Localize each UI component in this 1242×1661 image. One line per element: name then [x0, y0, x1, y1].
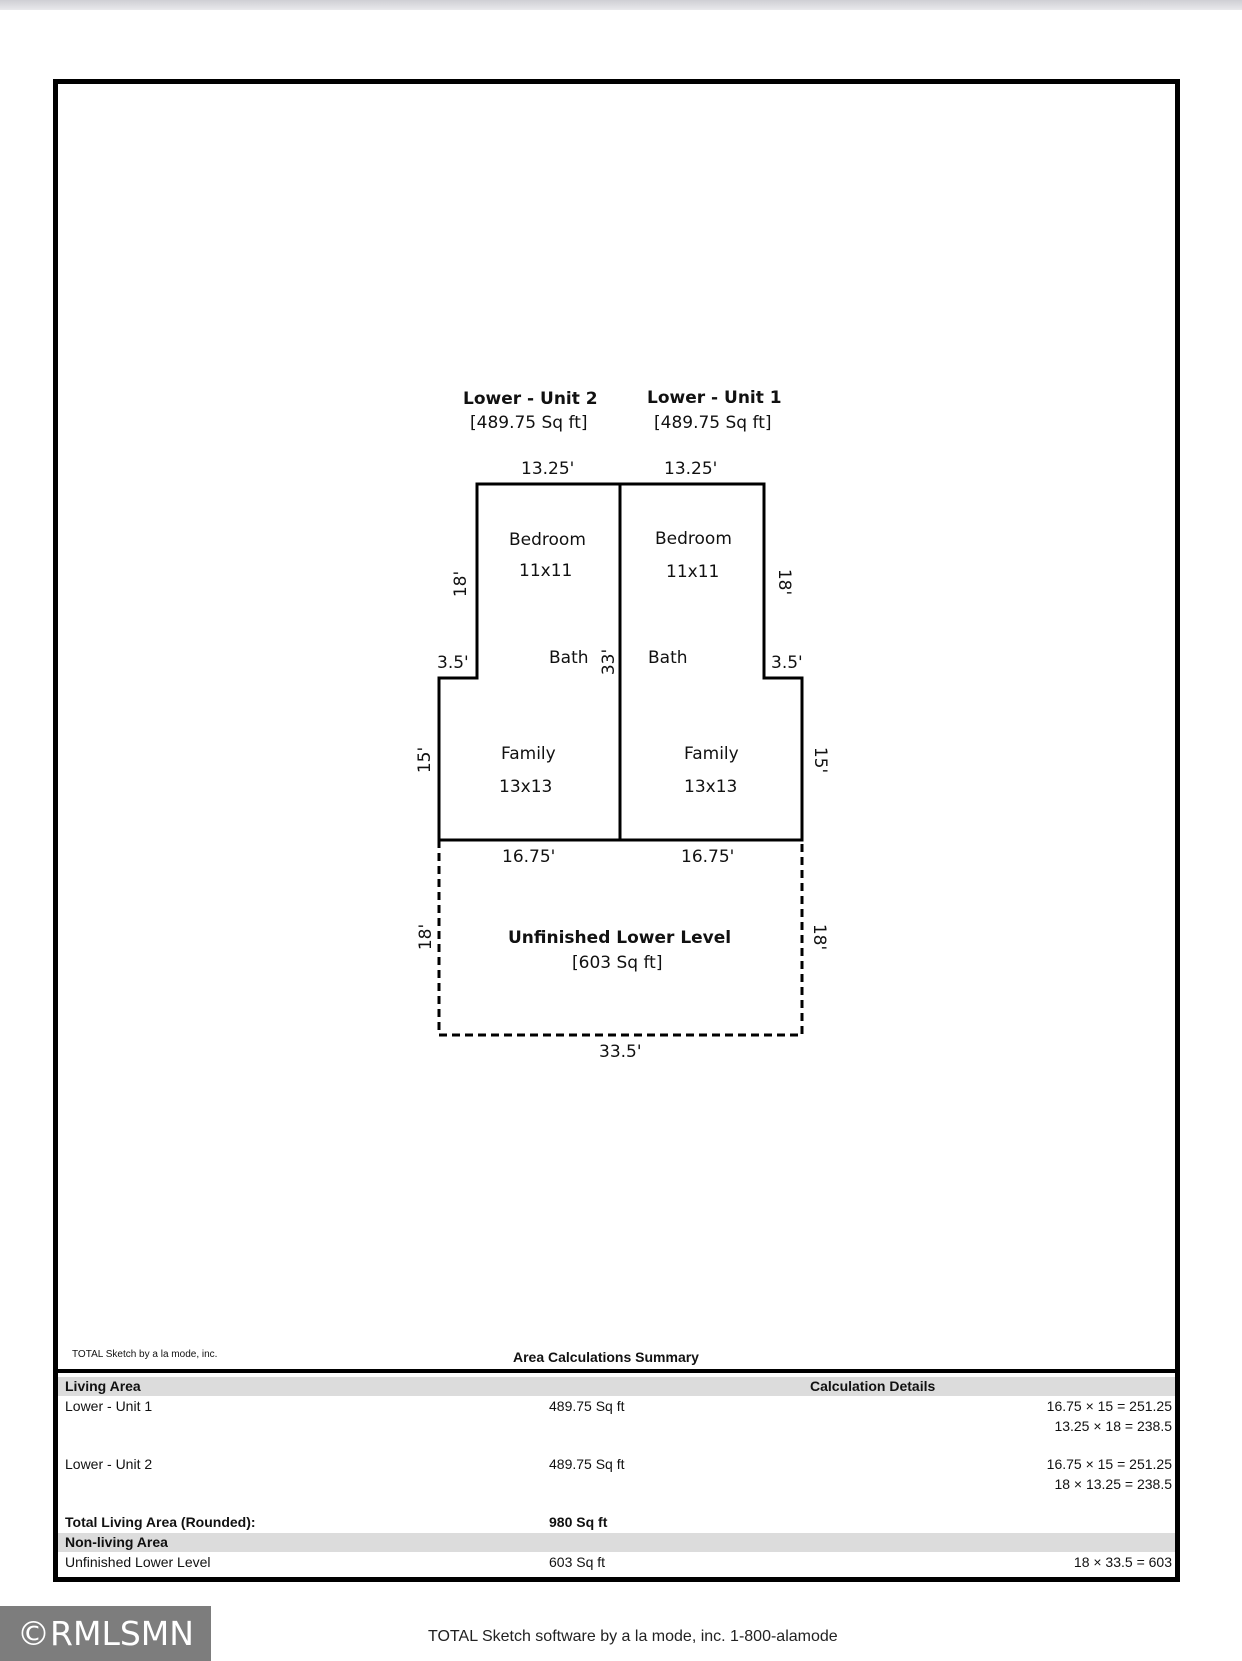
unit2-area: [489.75 Sq ft] [470, 413, 588, 433]
dim-center: 33' [599, 648, 620, 676]
calc-details-header: Calculation Details [810, 1378, 936, 1394]
dim-unfinished-right: 18' [809, 923, 830, 951]
bedroom-left-size: 11x11 [519, 561, 573, 581]
family-right-size: 13x13 [684, 777, 738, 797]
top-bar [0, 0, 1242, 10]
row-unit1-area: 489.75 Sq ft [549, 1398, 625, 1414]
bath-left-label: Bath [549, 648, 589, 668]
nonliving-band [58, 1533, 1175, 1552]
nonliving-area: 603 Sq ft [549, 1554, 606, 1570]
family-left-label: Family [501, 744, 556, 764]
sheet-frame [53, 79, 1180, 1582]
bedroom-left-label: Bedroom [509, 530, 586, 550]
dim-left-lower: 15' [415, 746, 436, 774]
unfinished-area: [603 Sq ft] [572, 953, 663, 973]
nonliving-calc: 18 × 33.5 = 603 [1073, 1554, 1172, 1570]
nonliving-name: Unfinished Lower Level [65, 1554, 211, 1570]
living-area-band [58, 1377, 1175, 1396]
bedroom-right-label: Bedroom [655, 529, 732, 549]
row-unit1-calc2: 13.25 × 18 = 238.5 [1054, 1418, 1172, 1434]
row-unit1-calc1: 16.75 × 15 = 251.25 [1046, 1398, 1172, 1414]
bedroom-right-size: 11x11 [666, 562, 720, 582]
dim-right-lower: 15' [810, 746, 831, 774]
living-area-header: Living Area [65, 1378, 141, 1394]
row-unit2-area: 489.75 Sq ft [549, 1456, 625, 1472]
row-unit2-calc2: 18 × 13.25 = 238.5 [1054, 1476, 1172, 1492]
family-left-size: 13x13 [499, 777, 553, 797]
row-unit2-calc1: 16.75 × 15 = 251.25 [1046, 1456, 1172, 1472]
unfinished-title: Unfinished Lower Level [508, 928, 732, 948]
watermark: ©RMLSMN [0, 1606, 211, 1661]
unit2-title: Lower - Unit 2 [463, 389, 598, 409]
unfinished-area-outline [437, 840, 804, 1037]
finished-area-outline [437, 482, 804, 842]
summary-title: Area Calculations Summary [513, 1349, 699, 1365]
unit1-area: [489.75 Sq ft] [654, 413, 772, 433]
dim-step-left: 3.5' [437, 653, 469, 673]
dim-step-right: 3.5' [771, 653, 803, 673]
dim-mid-right: 16.75' [681, 847, 735, 867]
nonliving-header: Non-living Area [65, 1534, 168, 1550]
dim-left-upper: 18' [451, 570, 472, 598]
bath-right-label: Bath [648, 648, 688, 668]
sketch-credit: TOTAL Sketch by a la mode, inc. [72, 1349, 218, 1360]
dim-unfinished-left: 18' [416, 923, 437, 951]
total-living-label: Total Living Area (Rounded): [65, 1514, 256, 1530]
dim-right-upper: 18' [774, 568, 795, 596]
family-right-label: Family [684, 744, 739, 764]
footer-text: TOTAL Sketch software by a la mode, inc.… [428, 1628, 838, 1645]
dim-bottom: 33.5' [599, 1042, 642, 1062]
dim-top-right: 13.25' [664, 459, 718, 479]
dim-mid-left: 16.75' [502, 847, 556, 867]
unit1-title: Lower - Unit 1 [647, 388, 782, 408]
row-unit1-name: Lower - Unit 1 [65, 1398, 153, 1414]
row-unit2-name: Lower - Unit 2 [65, 1456, 153, 1472]
dim-top-left: 13.25' [521, 459, 575, 479]
total-living-value: 980 Sq ft [549, 1514, 608, 1530]
